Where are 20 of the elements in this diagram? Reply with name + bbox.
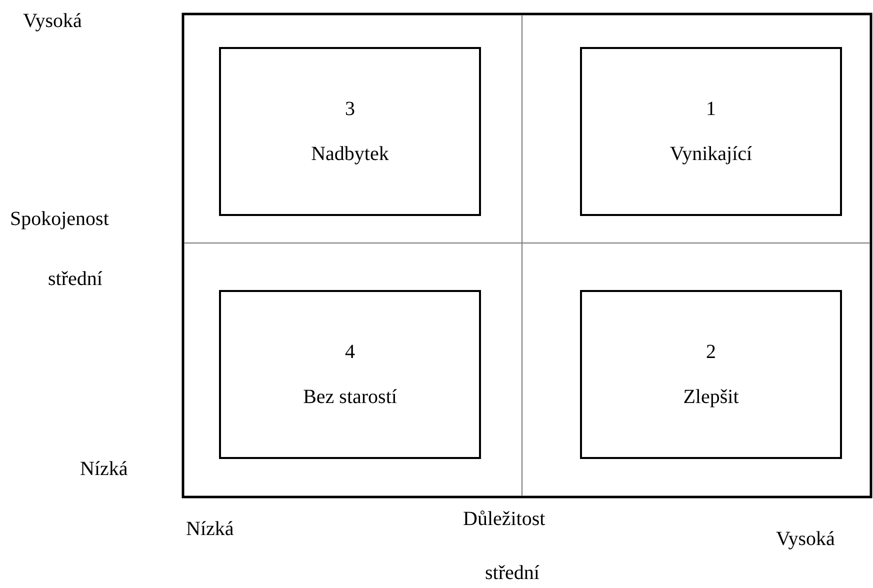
quadrant-box: [580, 47, 842, 216]
axis-title: Spokojenost: [10, 208, 109, 231]
axis-tick-label: Nízká: [80, 458, 128, 481]
quadrant-number: 4: [345, 340, 355, 364]
axis-tick-label: střední: [48, 268, 102, 291]
quadrant-label: Bez starostí: [303, 386, 397, 408]
axis-title: Důležitost: [463, 508, 546, 531]
quadrant-number: 1: [706, 98, 716, 120]
quadrant-box: [219, 290, 481, 459]
quadrant-number: 2: [706, 340, 716, 364]
quadrant-box: [580, 290, 842, 459]
quadrant-number: 3: [345, 98, 355, 120]
quadrant-label: Zlepšit: [683, 386, 739, 408]
axis-tick-label: Vysoká: [776, 528, 835, 551]
quadrant-label: Vynikající: [670, 142, 752, 166]
axis-tick-label: Nízká: [186, 518, 234, 541]
axis-tick-label: střední: [485, 562, 540, 585]
quadrant-box: [219, 47, 481, 216]
axis-tick-label: Vysoká: [23, 10, 82, 33]
quadrant-label: Nadbytek: [311, 142, 389, 166]
